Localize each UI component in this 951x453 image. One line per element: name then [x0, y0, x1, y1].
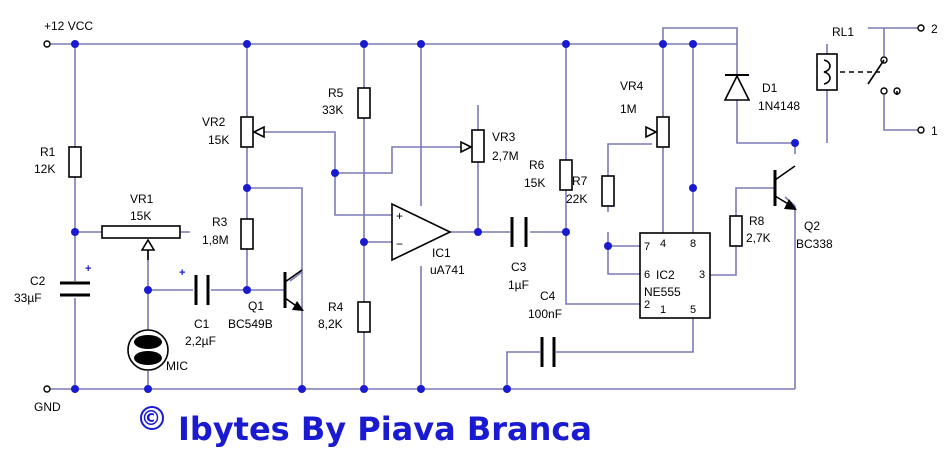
r8-ref: R8 — [749, 214, 765, 228]
potentiometer-vr3 — [460, 129, 485, 163]
credit-line: © Ibytes By Piava Branca — [140, 406, 592, 448]
vr4-value: 1M — [620, 102, 637, 116]
resistor-r1 — [68, 146, 82, 178]
resistor-r5 — [357, 87, 371, 119]
r1-ref: R1 — [40, 145, 56, 159]
ic2-pin-6: 6 — [644, 269, 650, 281]
transistor-q2 — [773, 165, 797, 210]
r6-value: 15K — [524, 176, 545, 190]
r3-ref: R3 — [212, 215, 228, 229]
capacitor-c4 — [540, 337, 556, 367]
c3-value: 1µF — [508, 278, 529, 292]
ic2-pin-3: 3 — [699, 269, 705, 281]
r4-value: 8,2K — [318, 317, 343, 331]
capacitor-c1 — [194, 275, 210, 305]
c1-value: 2,2µF — [185, 334, 216, 348]
vr3-ref: VR3 — [492, 130, 516, 144]
c3-ref: C3 — [511, 260, 527, 274]
potentiometer-vr4 — [645, 116, 670, 148]
c1-polarity: + — [179, 267, 185, 279]
wiring — [48, 27, 918, 390]
timer-ic2: 4 8 7 6 3 2 1 5 — [639, 232, 711, 319]
resistor-r4 — [357, 301, 371, 333]
opamp-minus-sign: − — [396, 237, 403, 251]
gnd-label: GND — [34, 400, 61, 414]
ic1-ref: IC1 — [432, 246, 451, 260]
ic2-pin-7: 7 — [644, 241, 650, 253]
r5-value: 33K — [322, 103, 343, 117]
r1-value: 12K — [34, 162, 55, 176]
junction-dots — [71, 40, 799, 393]
potentiometer-vr1 — [101, 225, 181, 260]
ic2-pin-5: 5 — [690, 304, 696, 316]
c2-polarity: + — [85, 263, 91, 275]
mic-label: MIC — [166, 359, 188, 373]
r6-ref: R6 — [529, 158, 545, 172]
q1-value: BC549B — [228, 317, 273, 331]
diode-d1 — [723, 74, 751, 101]
ic2-pin-4: 4 — [660, 238, 666, 250]
vcc-label: +12 VCC — [44, 19, 93, 33]
r7-value: 22K — [566, 192, 587, 206]
capacitor-c2 — [60, 281, 90, 297]
resistor-r8 — [729, 215, 743, 247]
potentiometer-vr2 — [240, 116, 265, 148]
relay-rl1 — [816, 53, 901, 95]
resistor-r7 — [601, 175, 615, 207]
r4-ref: R4 — [328, 300, 344, 314]
r3-value: 1,8M — [202, 233, 229, 247]
terminals — [43, 24, 925, 393]
ic2-pin-1: 1 — [660, 304, 666, 316]
c4-ref: C4 — [540, 289, 556, 303]
microphone-mic — [127, 329, 169, 371]
ic2-pin-8: 8 — [690, 238, 696, 250]
capacitor-c3 — [510, 217, 528, 247]
q1-ref: Q1 — [248, 299, 264, 313]
rl1-ref: RL1 — [832, 25, 854, 39]
vr1-ref: VR1 — [130, 192, 154, 206]
vr4-ref: VR4 — [620, 79, 644, 93]
ic2-pin-2: 2 — [644, 299, 650, 311]
ic2-ref: IC2 — [656, 268, 675, 282]
vr1-value: 15K — [130, 209, 151, 223]
resistor-r3 — [240, 218, 254, 250]
r5-ref: R5 — [328, 86, 344, 100]
q2-ref: Q2 — [804, 219, 820, 233]
q2-value: BC338 — [796, 237, 833, 251]
relay-contact-1-label: 1 — [931, 124, 938, 138]
relay-contact-2-label: 2 — [931, 22, 938, 36]
copyright-symbol: © — [141, 406, 161, 430]
ic1-value: uA741 — [430, 263, 465, 277]
r7-ref: R7 — [572, 174, 588, 188]
vr3-value: 2,7M — [492, 149, 519, 163]
transistor-q1 — [283, 269, 304, 311]
ic2-value: NE555 — [644, 285, 681, 299]
d1-ref: D1 — [762, 81, 778, 95]
resistor-r6 — [559, 159, 573, 191]
opamp-ic1: + − — [391, 202, 452, 262]
c4-value: 100nF — [528, 307, 562, 321]
credit-text: Ibytes By Piava Branca — [178, 410, 592, 448]
c1-ref: C1 — [194, 317, 210, 331]
vr2-value: 15K — [208, 133, 229, 147]
r8-value: 2,7K — [746, 231, 771, 245]
c2-ref: C2 — [30, 274, 46, 288]
vr2-ref: VR2 — [202, 115, 226, 129]
d1-value: 1N4148 — [758, 99, 800, 113]
opamp-plus-sign: + — [396, 209, 403, 223]
c2-value: 33µF — [14, 291, 42, 305]
